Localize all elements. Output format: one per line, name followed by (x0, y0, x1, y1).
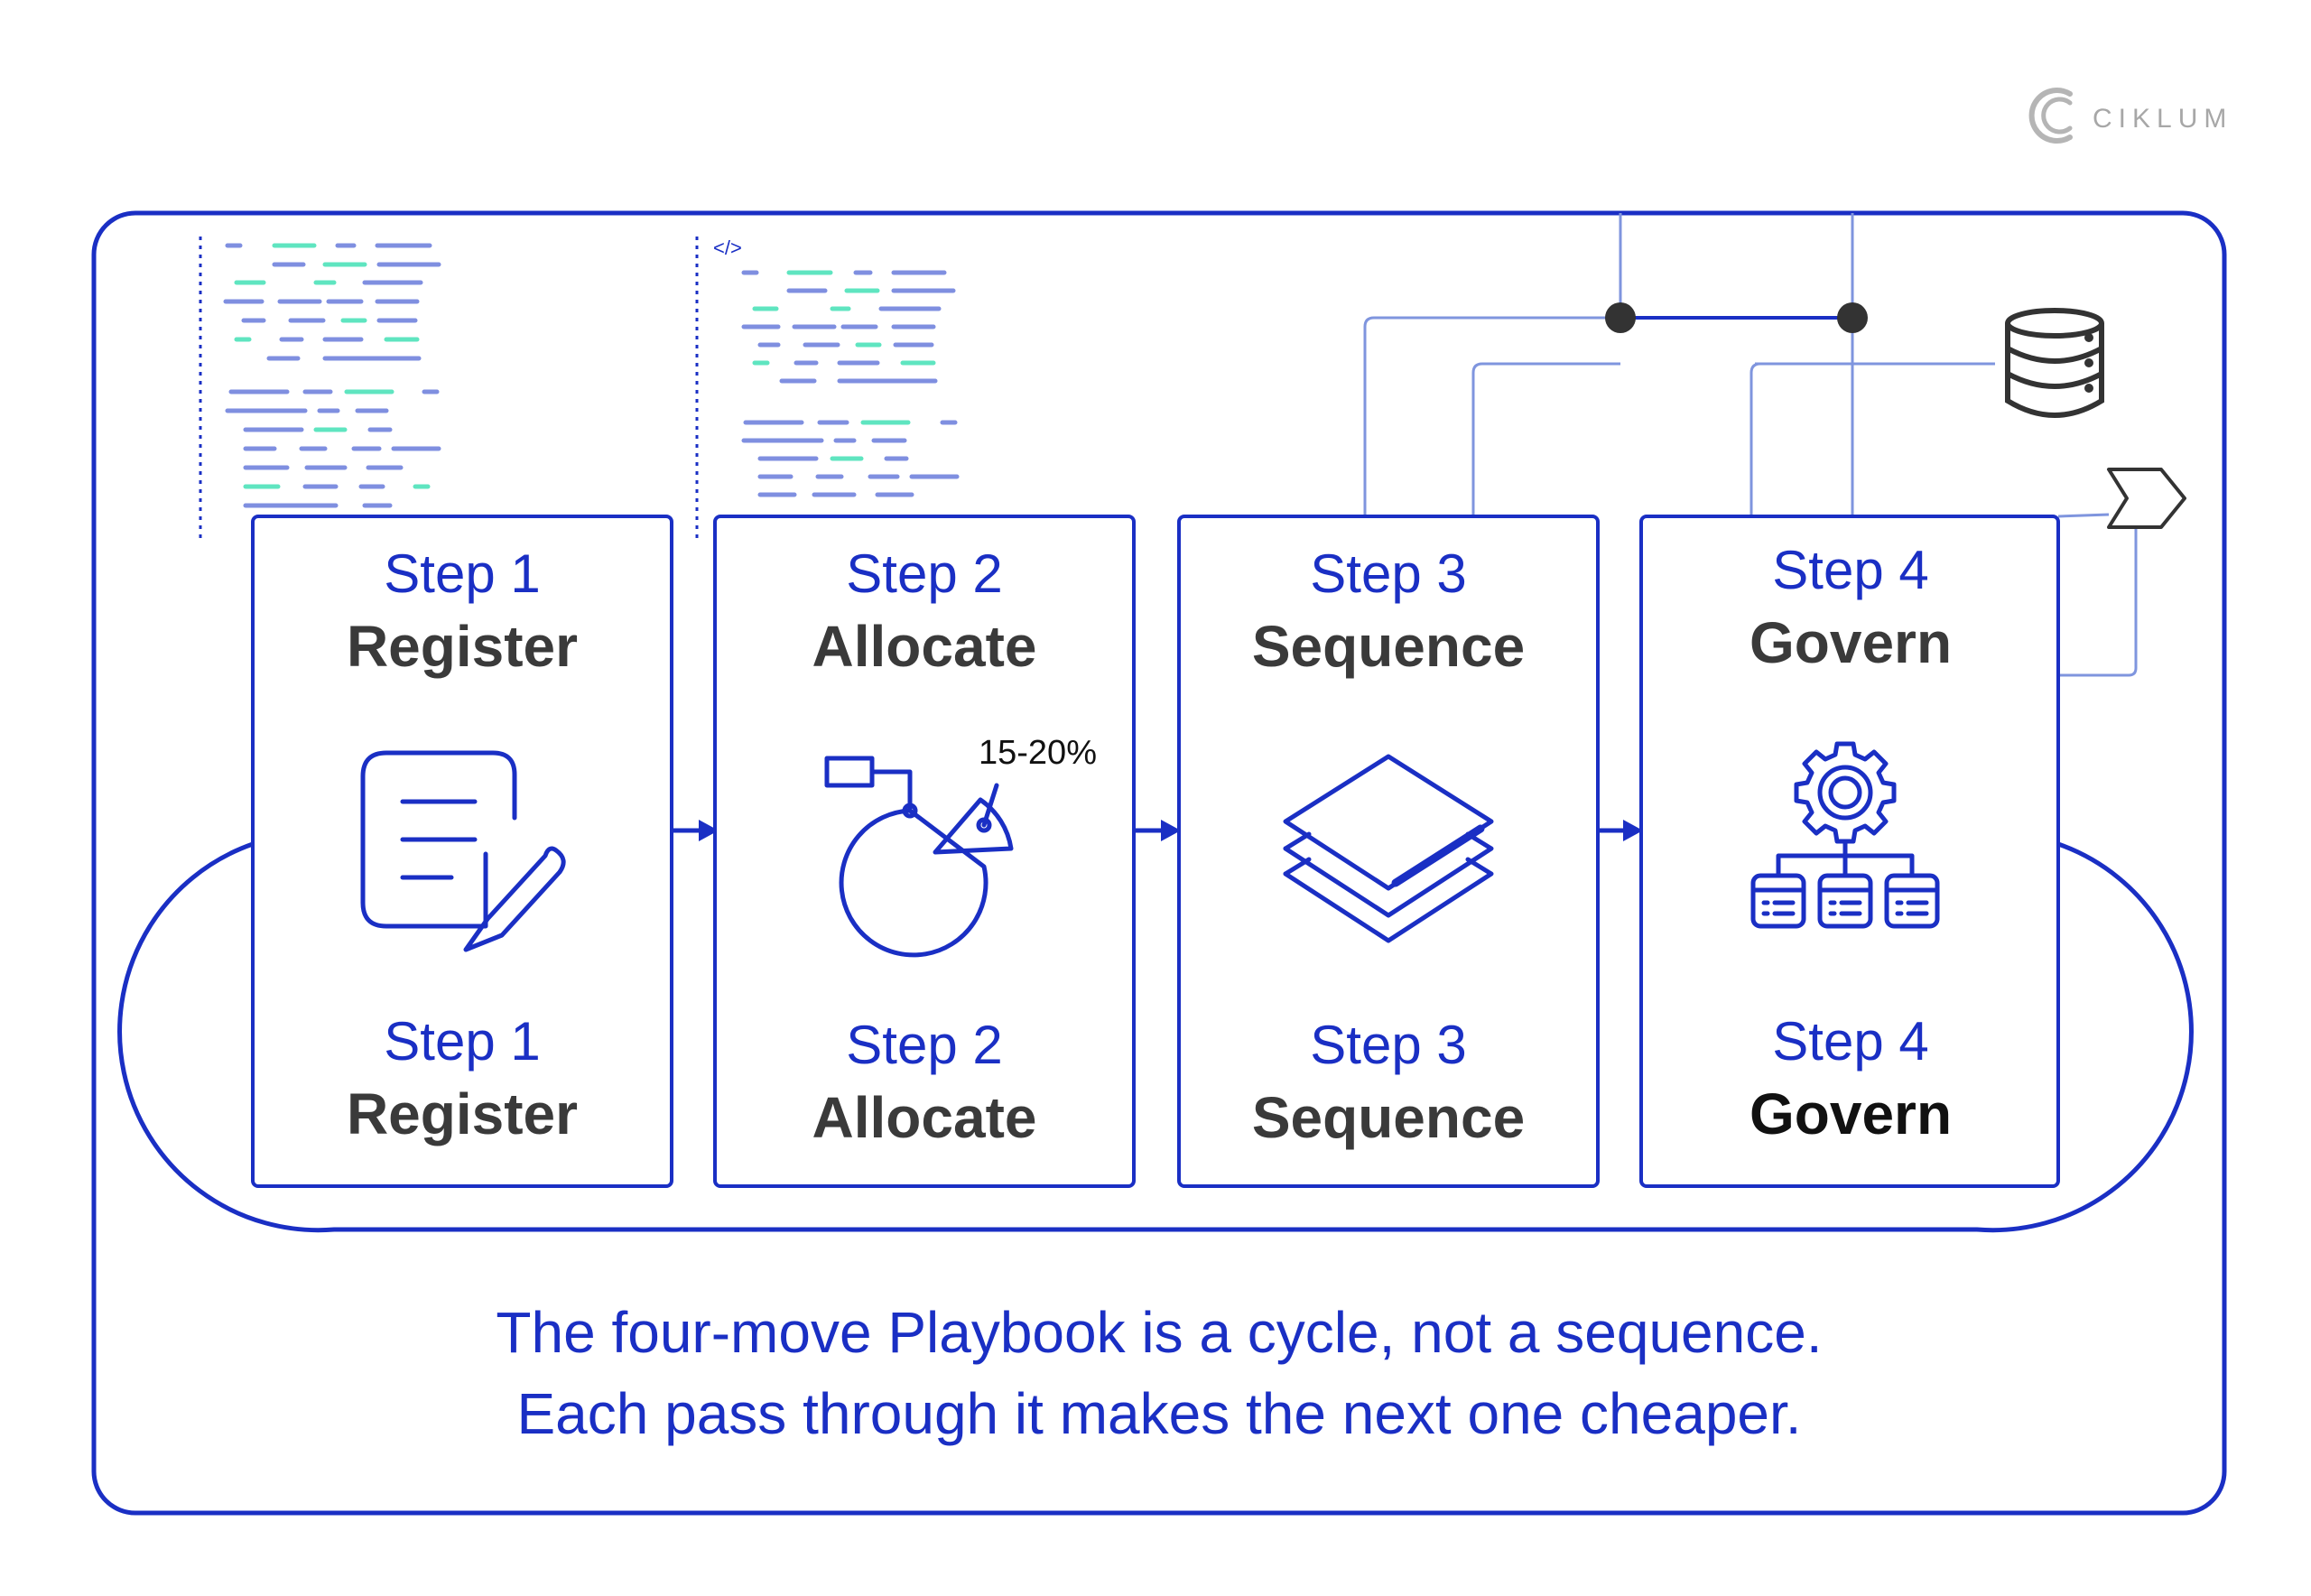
step-card-register: Step 1 Register Step 1 Register (251, 515, 673, 1188)
step-card-sequence: Step 3 Sequence Step 3 Sequence (1177, 515, 1600, 1188)
flow-arrows (672, 820, 1643, 841)
step-card-allocate: Step 2 Allocate 15-20% Step 2 Allocate (713, 515, 1136, 1188)
node-box-center (1817, 873, 1873, 929)
cycle-loop (117, 841, 2194, 1233)
connector-network (1363, 213, 2138, 677)
percentage-annotation: 15-20% (979, 734, 1097, 772)
code-tag: </> (713, 237, 742, 259)
node-box-left (1750, 873, 1806, 929)
arrow-step3-to-step4 (1598, 820, 1643, 841)
code-snippet-2: </> (695, 237, 960, 543)
arrow-step2-to-step3 (1134, 820, 1181, 841)
code-snippet-1 (199, 237, 441, 543)
step-number-top: Step 4 (1772, 540, 1928, 600)
connector-junctions (1605, 302, 1868, 333)
brand-name: CIKLUM (2093, 104, 2232, 134)
step-name-top: Govern (1749, 610, 1952, 675)
step-name-bottom: Register (347, 1081, 578, 1146)
node-box-right (1884, 873, 1940, 929)
document-pencil-icon (360, 750, 566, 952)
step-name-bottom: Sequence (1252, 1085, 1525, 1150)
outer-frame (91, 210, 2227, 1516)
brand-logo: CIKLUM (2028, 88, 2232, 144)
step-name-top: Allocate (812, 614, 1037, 679)
caption-line-1: The four-move Playbook is a cycle, not a… (496, 1300, 1822, 1365)
step-name-bottom: Govern (1749, 1081, 1952, 1146)
step-number-bottom: Step 4 (1772, 1011, 1928, 1072)
caption-line-2: Each pass through it makes the next one … (516, 1381, 1801, 1446)
arrow-step1-to-step2 (672, 820, 719, 841)
step-name-top: Register (347, 614, 578, 679)
layers-icon (1283, 754, 1494, 943)
step-number-top: Step 3 (1310, 543, 1466, 604)
ciklum-logo-icon (2028, 88, 2073, 144)
step-number-top: Step 2 (846, 543, 1002, 604)
step-name-top: Sequence (1252, 614, 1525, 679)
database-icon (2005, 308, 2104, 418)
caption: The four-move Playbook is a cycle, not a… (496, 1300, 1822, 1446)
step-number-top: Step 1 (384, 543, 540, 604)
step-card-govern: Step 4 Govern Step 4 Govern (1639, 515, 2060, 1188)
step-number-bottom: Step 2 (846, 1015, 1002, 1075)
pie-chart-icon (824, 756, 1014, 958)
step-name-bottom: Allocate (812, 1085, 1037, 1150)
gear-hierarchy-icon (1750, 741, 1940, 929)
step-number-bottom: Step 1 (384, 1011, 540, 1072)
chevron-arrow-icon (2107, 468, 2186, 529)
step-number-bottom: Step 3 (1310, 1015, 1466, 1075)
